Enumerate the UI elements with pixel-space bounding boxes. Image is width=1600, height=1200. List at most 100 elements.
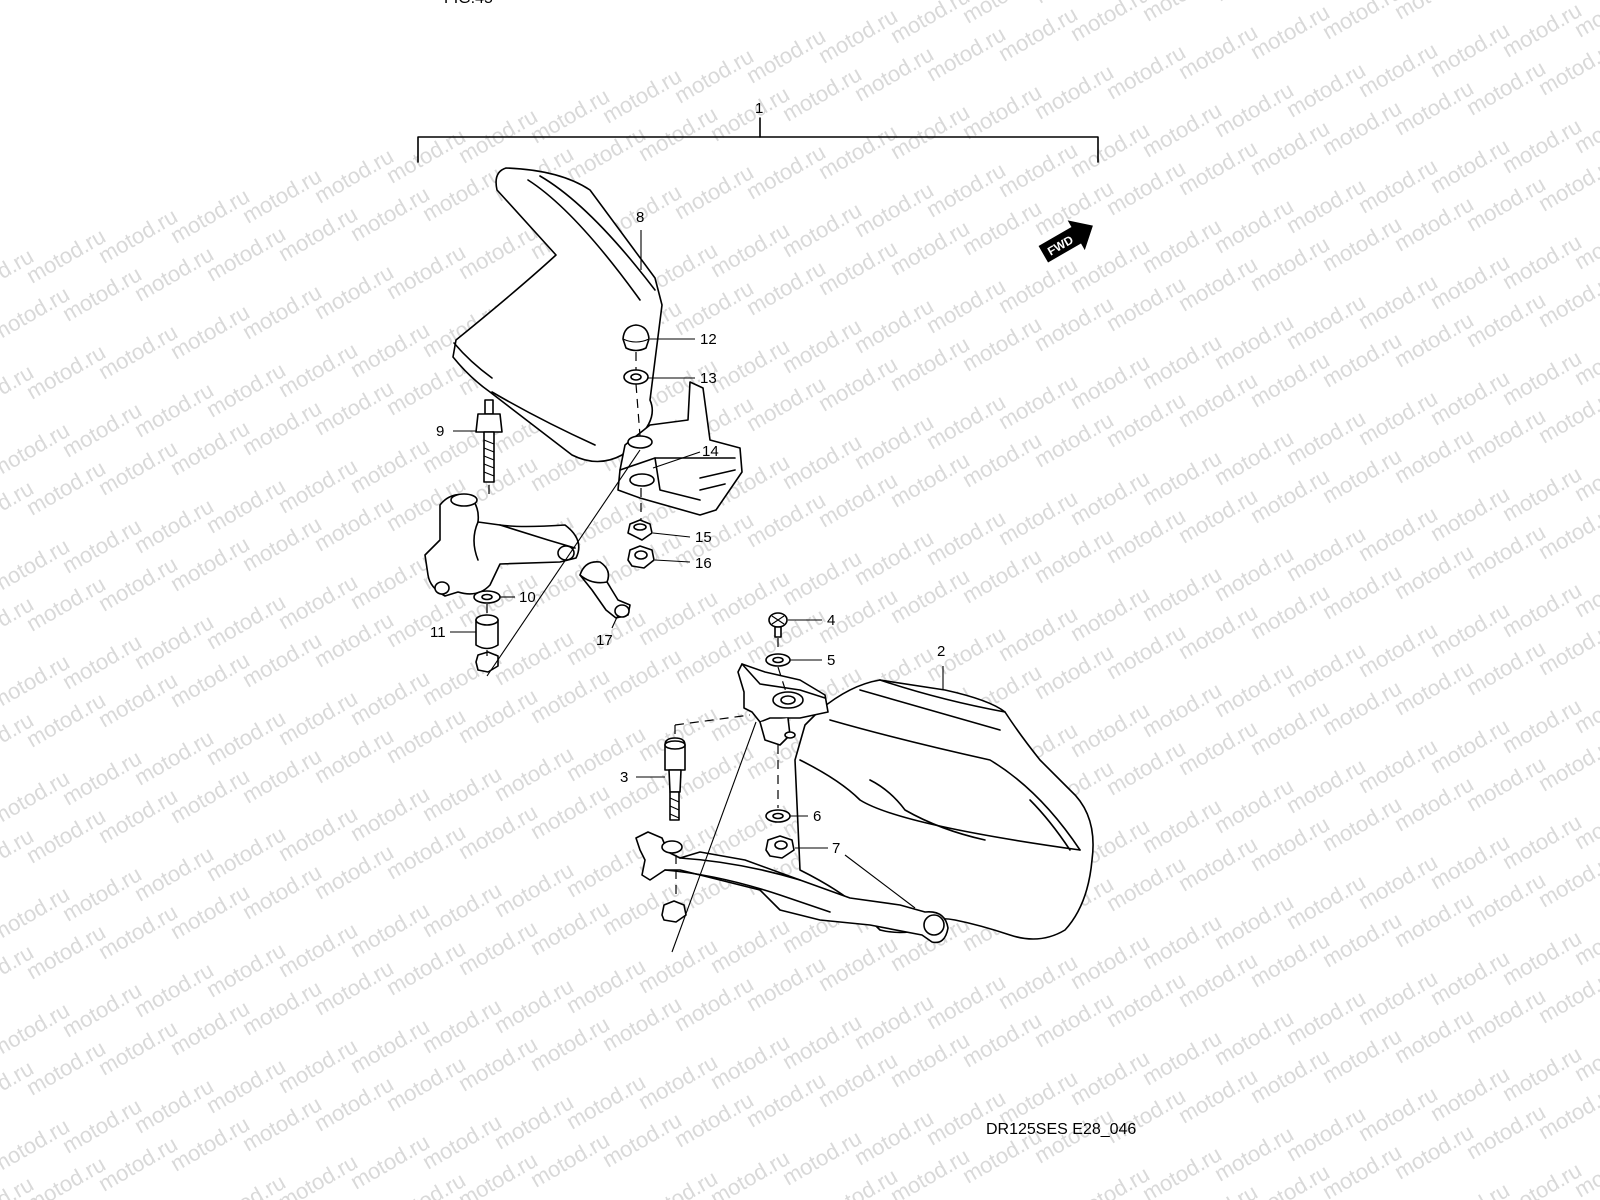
watermark-text: motod.ru xyxy=(1462,0,1550,4)
watermark-text: motod.ru xyxy=(22,803,110,868)
watermark-text: motod.ru xyxy=(598,991,686,1056)
watermark-text: motod.ru xyxy=(274,801,362,866)
watermark-text: motod.ru xyxy=(1066,1045,1154,1110)
watermark-text: motod.ru xyxy=(742,371,830,436)
watermark-text: motod.ru xyxy=(1462,751,1550,816)
watermark-text: motod.ru xyxy=(490,857,578,922)
watermark-text: motod.ru xyxy=(1174,947,1262,1012)
watermark-text: motod.ru xyxy=(1282,985,1370,1050)
watermark-text: motod.ru xyxy=(994,253,1082,318)
watermark-text: motod.ru xyxy=(1426,365,1514,430)
watermark-text: motod.ru xyxy=(1498,1041,1586,1106)
watermark-text: motod.ru xyxy=(598,1107,686,1172)
watermark-text: motod.ru xyxy=(1426,597,1514,662)
watermark-text: motod.ru xyxy=(238,395,326,460)
watermark-text: motod.ru xyxy=(562,837,650,902)
watermark-text: motod.ru xyxy=(274,337,362,402)
watermark-text: motod.ru xyxy=(1282,869,1370,934)
watermark-text: motod.ru xyxy=(1210,889,1298,954)
callout-8: 8 xyxy=(636,209,644,226)
watermark-text: motod.ru xyxy=(202,221,290,286)
watermark-text: motod.ru xyxy=(454,683,542,748)
watermark-text: motod.ru xyxy=(1102,39,1190,104)
watermark-text: motod.ru xyxy=(94,1131,182,1196)
watermark-text: motod.ru xyxy=(310,607,398,672)
callout-2: 2 xyxy=(937,643,945,660)
watermark-text: motod.ru xyxy=(994,137,1082,202)
watermark-text: motod.ru xyxy=(202,473,290,538)
watermark-text: motod.ru xyxy=(1246,347,1334,412)
watermark-text: motod.ru xyxy=(1318,327,1406,392)
watermark-text: motod.ru xyxy=(1246,1043,1334,1108)
watermark-text: motod.ru xyxy=(130,957,218,1022)
watermark-text: motod.ru xyxy=(526,83,614,148)
watermark-text: motod.ru xyxy=(22,687,110,752)
watermark-text: motod.ru xyxy=(346,1129,434,1194)
watermark-text: motod.ru xyxy=(1354,1081,1442,1146)
watermark-text: motod.ru xyxy=(850,177,938,242)
watermark-text: motod.ru xyxy=(922,505,1010,570)
watermark-text: motod.ru xyxy=(166,879,254,944)
watermark-text: motod.ru xyxy=(94,319,182,384)
watermark-text: motod.ru xyxy=(1498,577,1586,642)
watermark-text: motod.ru xyxy=(562,121,650,186)
watermark-text: motod.ru xyxy=(1102,735,1190,800)
watermark-text: motod.ru xyxy=(22,1035,110,1100)
watermark-text: motod.ru xyxy=(1462,983,1550,1048)
watermark-text: motod.ru xyxy=(1138,445,1226,510)
watermark-text: motod.ru xyxy=(670,971,758,1036)
watermark-text: motod.ru xyxy=(1102,155,1190,220)
watermark-text: motod.ru xyxy=(418,161,506,226)
washer-6 xyxy=(765,809,791,823)
watermark-text: motod.ru xyxy=(1138,1025,1226,1090)
watermark-text: motod.ru xyxy=(1210,193,1298,258)
watermark-text: motod.ru xyxy=(634,101,722,166)
watermark-text: motod.ru xyxy=(922,157,1010,222)
left-handguard xyxy=(452,167,663,463)
watermark-text: motod.ru xyxy=(1138,329,1226,394)
watermark-text: motod.ru xyxy=(418,877,506,942)
watermark-text: motod.ru xyxy=(1210,541,1298,606)
left-lever-perch xyxy=(424,493,580,597)
watermark-text: motod.ru xyxy=(490,1089,578,1154)
watermark-text: motod.ru xyxy=(1426,829,1514,894)
watermark-text: motod.ru xyxy=(1282,405,1370,470)
watermark-text: motod.ru xyxy=(382,355,470,420)
watermark-text: motod.ru xyxy=(58,397,146,462)
watermark-text: motod.ru xyxy=(742,1067,830,1132)
watermark-text: motod.ru xyxy=(130,493,218,558)
watermark-text: motod.ru xyxy=(1246,0,1334,64)
watermark-text: motod.ru xyxy=(310,491,398,556)
watermark-text: motod.ru xyxy=(94,1015,182,1080)
callout-10: 10 xyxy=(519,589,536,606)
watermark-text: motod.ru xyxy=(1390,423,1478,488)
watermark-text: motod.ru xyxy=(670,507,758,572)
watermark-text: motod.ru xyxy=(1282,1101,1370,1166)
watermark-text: motod.ru xyxy=(1174,831,1262,896)
watermark-text: motod.ru xyxy=(22,339,110,404)
watermark-text: motod.ru xyxy=(58,745,146,810)
watermark-text: motod.ru xyxy=(454,1031,542,1096)
watermark-text: motod.ru xyxy=(1462,287,1550,352)
watermark-text: motod.ru xyxy=(238,975,326,1040)
watermark-text: motod.ru xyxy=(418,993,506,1058)
watermark-text: motod.ru xyxy=(1030,407,1118,472)
watermark-text: motod.ru xyxy=(1426,17,1514,82)
watermark-text: motod.ru xyxy=(1210,425,1298,490)
washer-13 xyxy=(623,369,649,385)
watermark-text: motod.ru xyxy=(1282,753,1370,818)
watermark-text: motod.ru xyxy=(814,1047,902,1112)
watermark-text: motod.ru xyxy=(1246,115,1334,180)
watermark-text: motod.ru xyxy=(958,195,1046,260)
watermark-text: motod.ru xyxy=(22,571,110,636)
watermark-text: motod.ru xyxy=(742,23,830,88)
watermark-text: motod.ru xyxy=(346,181,434,246)
watermark-text: motod.ru xyxy=(274,685,362,750)
watermark-text: motod.ru xyxy=(742,951,830,1016)
watermark-text: motod.ru xyxy=(1066,349,1154,414)
rubber-boot-17 xyxy=(579,560,631,619)
watermark-text: motod.ru xyxy=(706,1029,794,1094)
right-mount-bracket xyxy=(737,663,829,746)
watermark-text: motod.ru xyxy=(382,123,470,188)
watermark-text: motod.ru xyxy=(1354,733,1442,798)
